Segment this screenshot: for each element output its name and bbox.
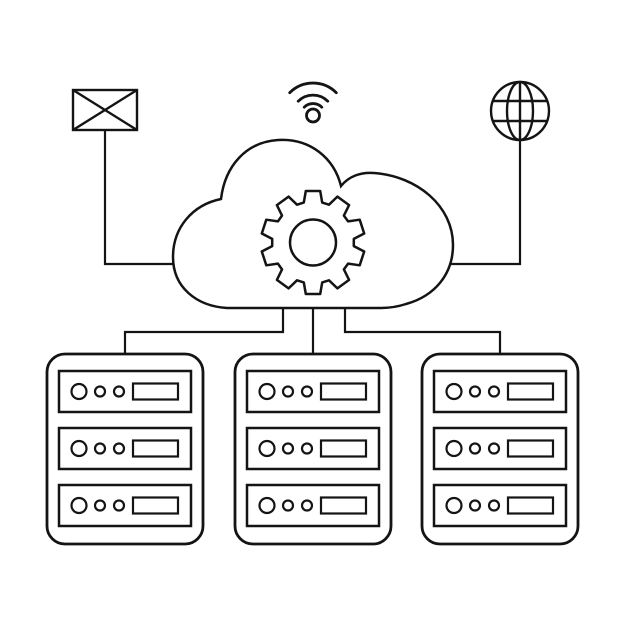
indicator-large (445, 382, 463, 401)
indicator-small (468, 442, 482, 455)
indicator-small (468, 499, 482, 512)
drive-slot (319, 496, 368, 515)
indicator-large (258, 496, 276, 515)
connectors (103, 130, 522, 356)
indicator-large (258, 382, 276, 401)
connector-cloud-server-right (343, 304, 502, 356)
indicator-small (93, 385, 107, 398)
indicator-small (487, 499, 501, 512)
connector-globe-cloud (444, 140, 522, 266)
gear-hub-circle (288, 218, 338, 267)
server-rack-2 (233, 352, 393, 546)
wifi-signal-icon (288, 81, 338, 124)
cloud-icon (171, 138, 455, 310)
indicator-large (70, 382, 88, 401)
indicator-small (487, 385, 501, 398)
indicator-large (445, 439, 463, 458)
wifi-arc-outer (288, 81, 338, 95)
indicator-small (300, 385, 314, 398)
indicator-small (487, 442, 501, 455)
indicator-small (112, 499, 126, 512)
gear-teeth (260, 189, 366, 296)
indicator-small (281, 499, 295, 512)
server-row (432, 483, 568, 528)
server-rack-1 (45, 352, 205, 546)
drive-slot (319, 382, 368, 401)
globe-icon (489, 80, 551, 142)
drive-slot (506, 382, 555, 401)
indicator-large (70, 439, 88, 458)
server-row (57, 483, 193, 528)
server-row (245, 426, 381, 471)
wifi-arc-inner (302, 102, 324, 109)
indicator-small (93, 499, 107, 512)
server-row (432, 426, 568, 471)
drive-slot (131, 496, 180, 515)
server-row (57, 369, 193, 414)
wifi-dot (305, 107, 321, 124)
drive-slot (131, 382, 180, 401)
indicator-small (112, 442, 126, 455)
server-row (57, 426, 193, 471)
indicator-small (281, 442, 295, 455)
indicator-large (258, 439, 276, 458)
connector-cloud-server-left (123, 304, 285, 356)
drive-slot (506, 496, 555, 515)
gear-icon (260, 189, 366, 296)
indicator-small (93, 442, 107, 455)
indicator-large (445, 496, 463, 515)
connector-email-cloud (103, 130, 182, 266)
email-envelope-icon (71, 88, 139, 132)
drive-slot (319, 439, 368, 458)
server-row (432, 369, 568, 414)
indicator-small (300, 499, 314, 512)
indicator-small (112, 385, 126, 398)
server-rack-3 (420, 352, 580, 546)
drive-slot (506, 439, 555, 458)
indicator-large (70, 496, 88, 515)
indicator-small (468, 385, 482, 398)
indicator-small (281, 385, 295, 398)
envelope-flap-lines (72, 88, 138, 132)
indicator-small (300, 442, 314, 455)
server-row (245, 483, 381, 528)
server-row (245, 369, 381, 414)
wifi-arc-middle (296, 93, 330, 103)
drive-slot (131, 439, 180, 458)
